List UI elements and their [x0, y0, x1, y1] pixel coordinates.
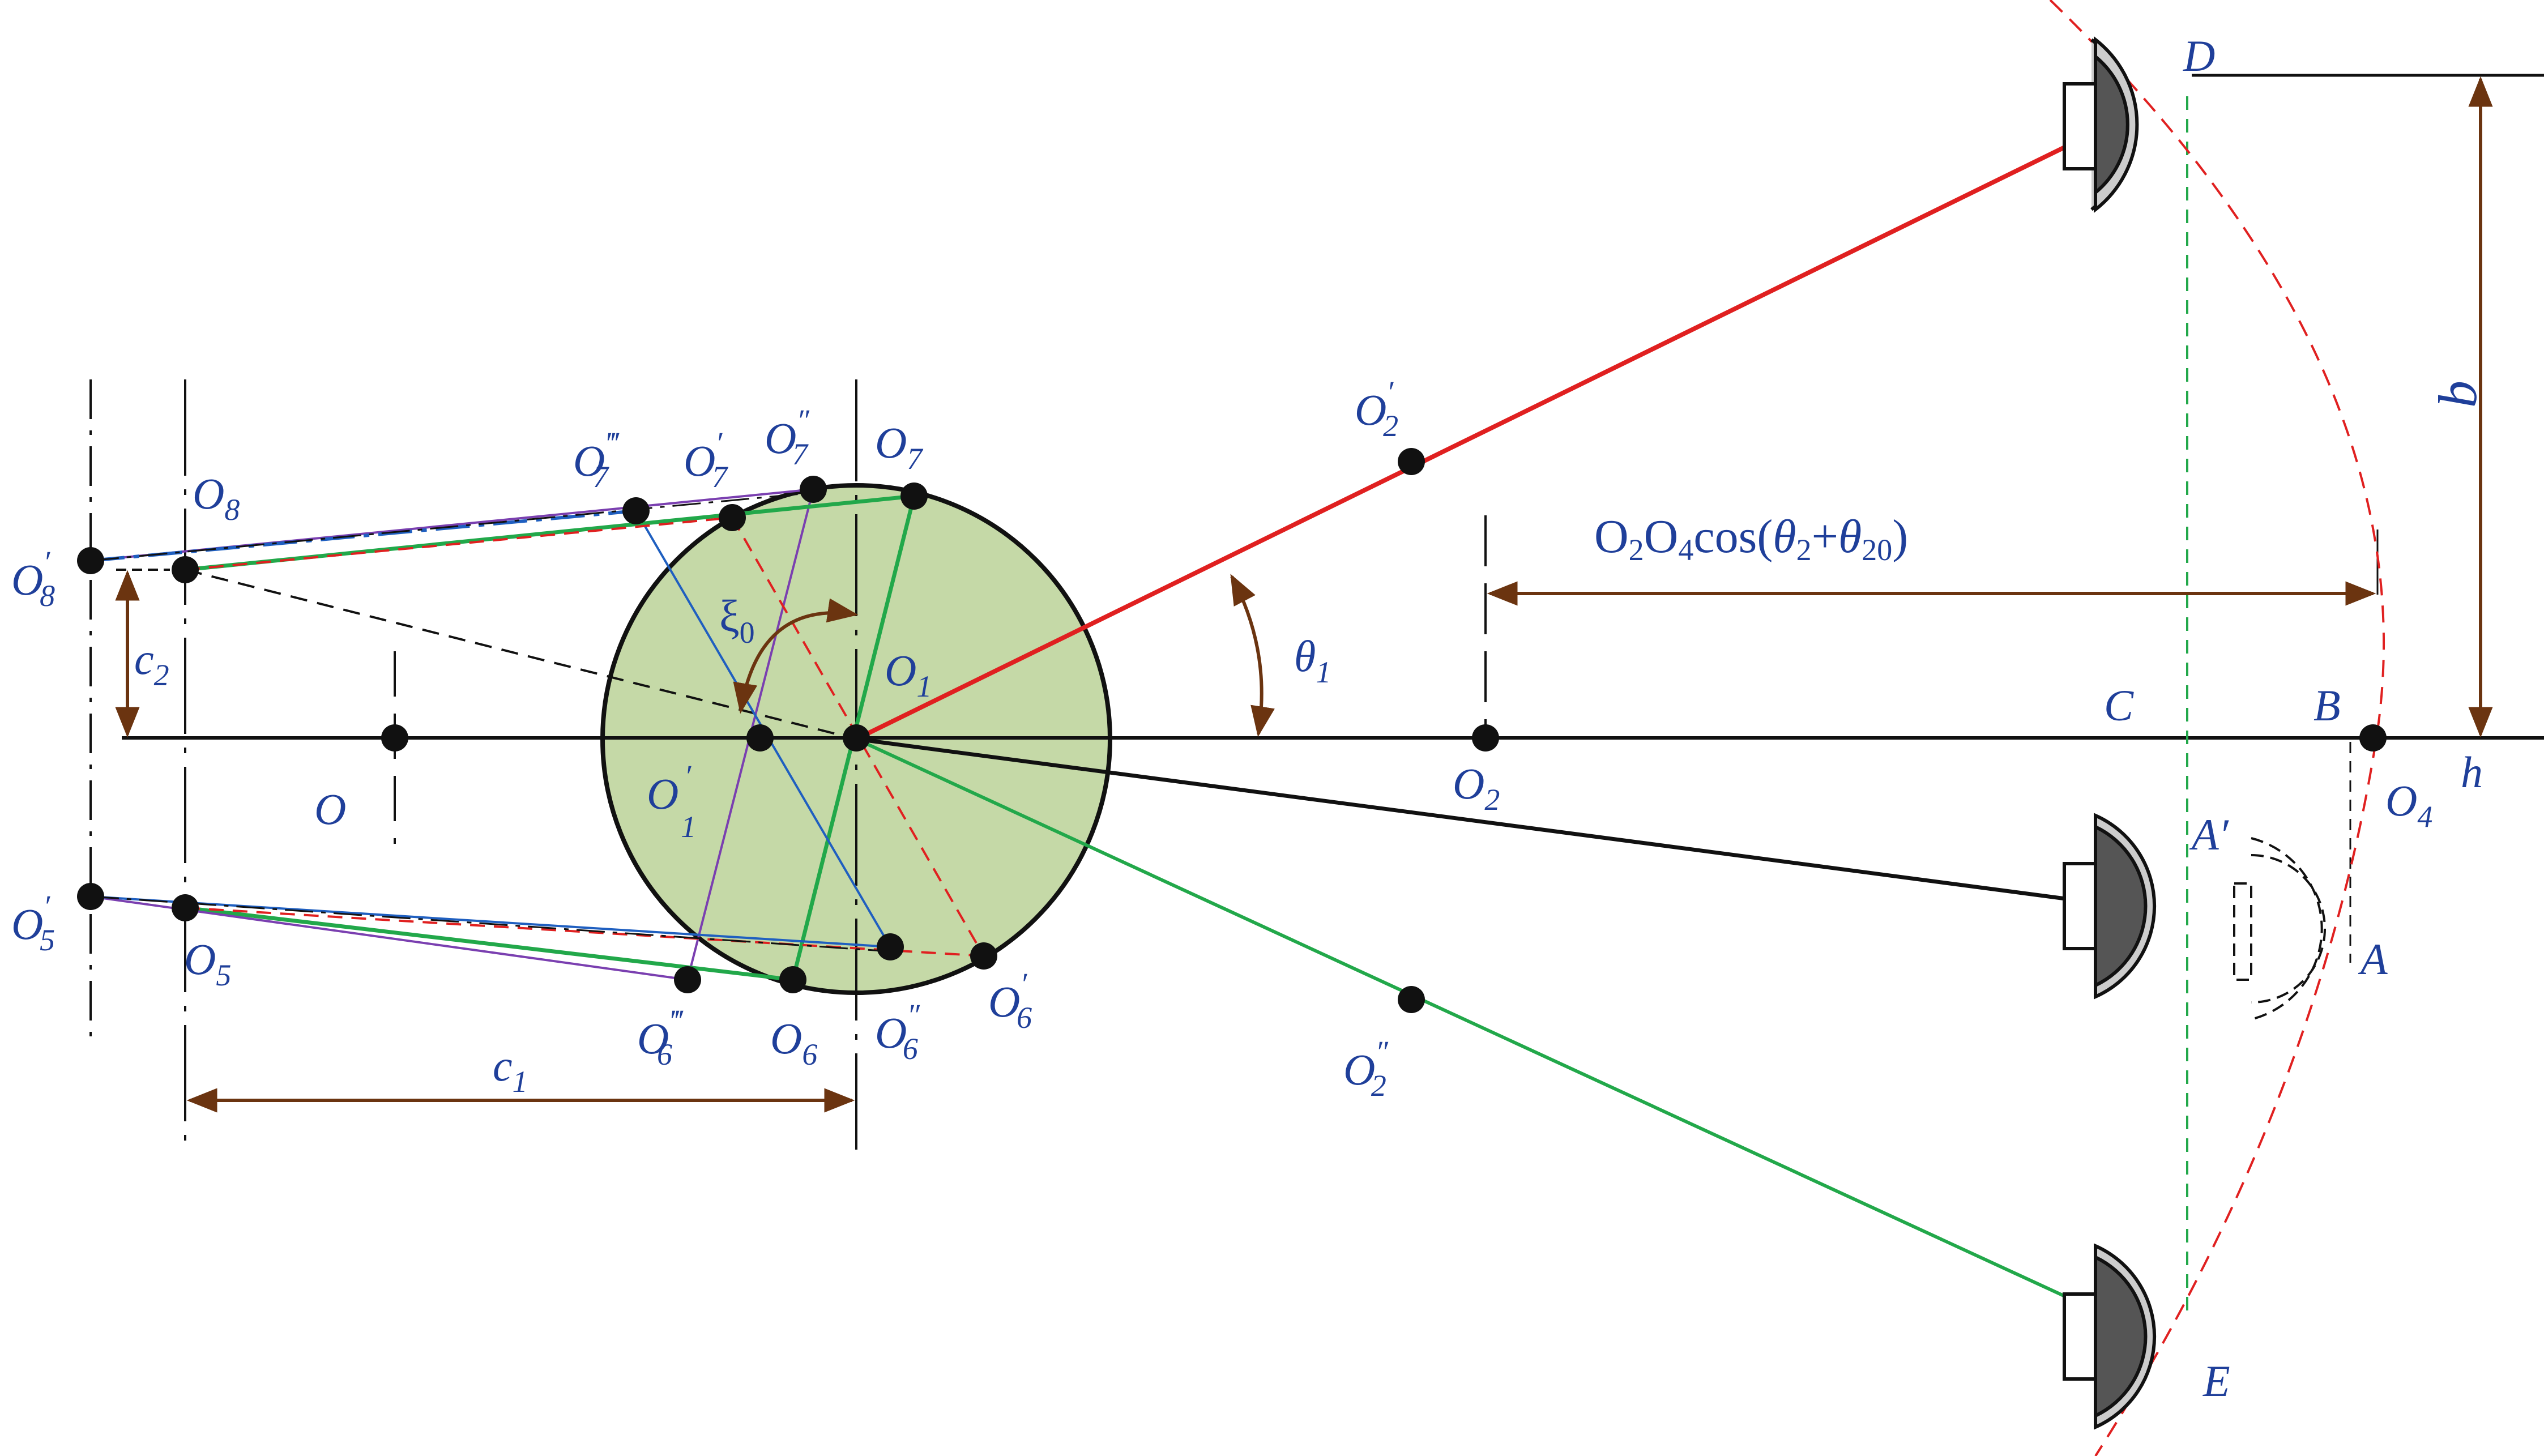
label-o6-double-prime: O″6 — [875, 998, 920, 1066]
black-dashdot-o5p-o6 — [90, 895, 891, 953]
label-o: O — [314, 784, 346, 834]
point-o6-double-prime — [877, 933, 904, 960]
point-o7 — [900, 483, 928, 510]
label-o1-prime: O′1 — [647, 759, 696, 844]
points — [77, 448, 2387, 1013]
green-rod — [855, 737, 2080, 1304]
label-o4: O4 — [2385, 776, 2432, 834]
theta1-arc-arrow — [1230, 574, 1275, 737]
label-o7-triple-prime: O‴7 — [573, 426, 620, 494]
point-o1-prime — [746, 724, 774, 752]
point-o — [381, 724, 408, 752]
lamp-a-ghost — [2233, 837, 2326, 1021]
lamp-a-prime — [2063, 813, 2157, 1000]
label-o7-double-prime: O″7 — [765, 403, 809, 471]
label-h: h — [2461, 748, 2483, 797]
point-o8-prime — [77, 547, 104, 574]
blue-o5p-o6pp — [90, 895, 891, 948]
formula-label: O2O4cos(θ2+θ20) — [1594, 510, 1908, 567]
label-c1: c1 — [493, 1041, 528, 1099]
label-o2-double-prime: O″2 — [1343, 1035, 1388, 1103]
point-o7-prime — [719, 504, 746, 531]
label-o7-prime: O′7 — [684, 426, 728, 494]
point-o6-triple-prime — [674, 966, 701, 993]
xi0-arc-arrow — [733, 598, 859, 714]
blue-dashdot-o8p-o7ppp — [90, 509, 637, 562]
label-a: A — [2358, 934, 2388, 984]
red-dashed-o5-o6p — [185, 907, 984, 957]
label-xi0: ξ0 — [719, 592, 755, 650]
label-o1: O1 — [885, 646, 932, 703]
point-o1 — [843, 724, 870, 752]
red-rod — [855, 138, 2080, 741]
label-o2: O2 — [1453, 759, 1500, 817]
point-o4 — [2359, 724, 2387, 752]
point-o6 — [779, 966, 806, 993]
point-o5-prime — [77, 883, 104, 910]
label-o5: O5 — [184, 934, 231, 992]
point-o8 — [172, 556, 199, 583]
point-o7-triple-prime — [622, 497, 650, 524]
point-o2 — [1472, 724, 1499, 752]
red-dashed-o8-o7p — [185, 516, 733, 571]
lamp-e — [2063, 1243, 2157, 1430]
label-o8: O8 — [193, 469, 240, 527]
label-e: E — [2202, 1356, 2230, 1406]
label-b-dimension: b — [2427, 381, 2488, 408]
label-o5-prime: O′5 — [11, 889, 55, 957]
label-theta1: θ1 — [1294, 631, 1331, 689]
black-dashdot-o8p-o7 — [90, 492, 814, 562]
point-o5 — [172, 894, 199, 921]
label-d: D — [2183, 31, 2215, 80]
label-b-point: B — [2313, 681, 2341, 730]
label-o7: O7 — [875, 418, 923, 476]
label-c: C — [2104, 681, 2134, 730]
red-dashed-o7p-o6p — [731, 517, 985, 957]
point-o2-prime — [1398, 448, 1425, 475]
black-rod — [856, 737, 2079, 903]
lamp-d — [2063, 36, 2139, 214]
point-o2-double-prime — [1398, 986, 1425, 1013]
point-o7-double-prime — [800, 476, 827, 503]
label-a-prime: A′ — [2189, 810, 2230, 859]
label-o6-prime: O′6 — [988, 967, 1032, 1035]
label-c2: c2 — [134, 634, 169, 692]
label-o6-triple-prime: O‴6 — [637, 1004, 684, 1071]
point-o6-prime — [970, 942, 997, 970]
label-o2-prime: O′2 — [1355, 375, 1398, 443]
label-o8-prime: O′8 — [11, 545, 55, 613]
label-o6: O6 — [770, 1014, 817, 1071]
